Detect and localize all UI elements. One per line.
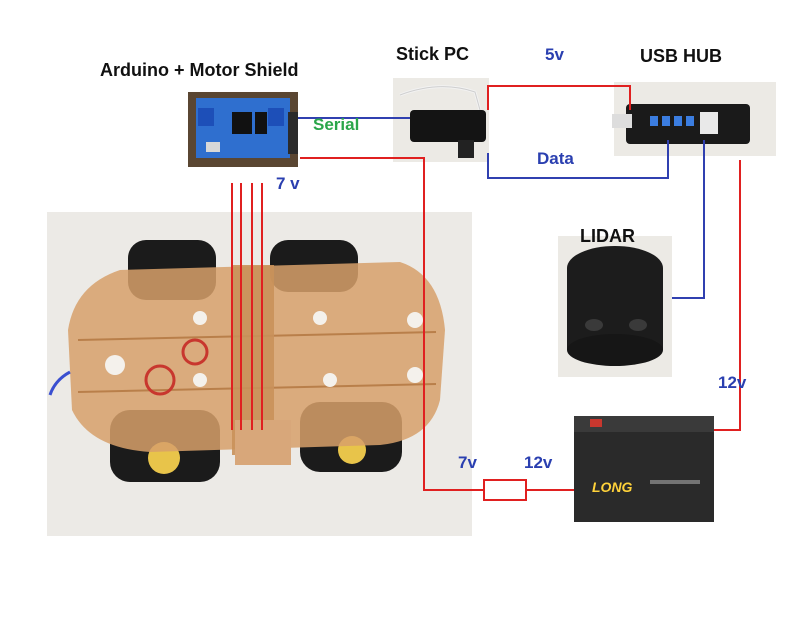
robot-chassis-photo <box>47 212 472 536</box>
lidar-photo <box>558 236 672 377</box>
data-wire <box>487 140 669 179</box>
stickpc-label: Stick PC <box>396 44 470 64</box>
voltage-12v-right-label: 12v <box>718 373 747 392</box>
data-label: Data <box>537 149 574 168</box>
battery-photo: LONG <box>574 416 714 522</box>
arduino-motor-shield-photo <box>188 92 298 167</box>
voltage-5v-label: 5v <box>545 45 564 64</box>
voltage-7v-bottom-label: 7v <box>458 453 477 472</box>
battery-brand: LONG <box>592 479 633 495</box>
power-7v-wire <box>300 157 484 491</box>
lidar-usb-wire <box>672 140 705 299</box>
voltage-7v-top-label: 7 v <box>276 174 300 193</box>
usb-hub-photo <box>612 82 776 156</box>
voltage-converter <box>483 479 527 501</box>
usbhub-label: USB HUB <box>640 46 723 66</box>
serial-label: Serial <box>313 115 360 134</box>
voltage-12v-bottom-label: 12v <box>524 453 553 472</box>
arduino-label: Arduino + Motor Shield <box>100 60 299 80</box>
motor-wires <box>231 183 263 430</box>
stick-pc-photo <box>393 78 489 162</box>
lidar-label: LIDAR <box>580 226 635 246</box>
power-5v-wire <box>487 85 631 110</box>
power-12v-hub-wire <box>714 160 741 431</box>
